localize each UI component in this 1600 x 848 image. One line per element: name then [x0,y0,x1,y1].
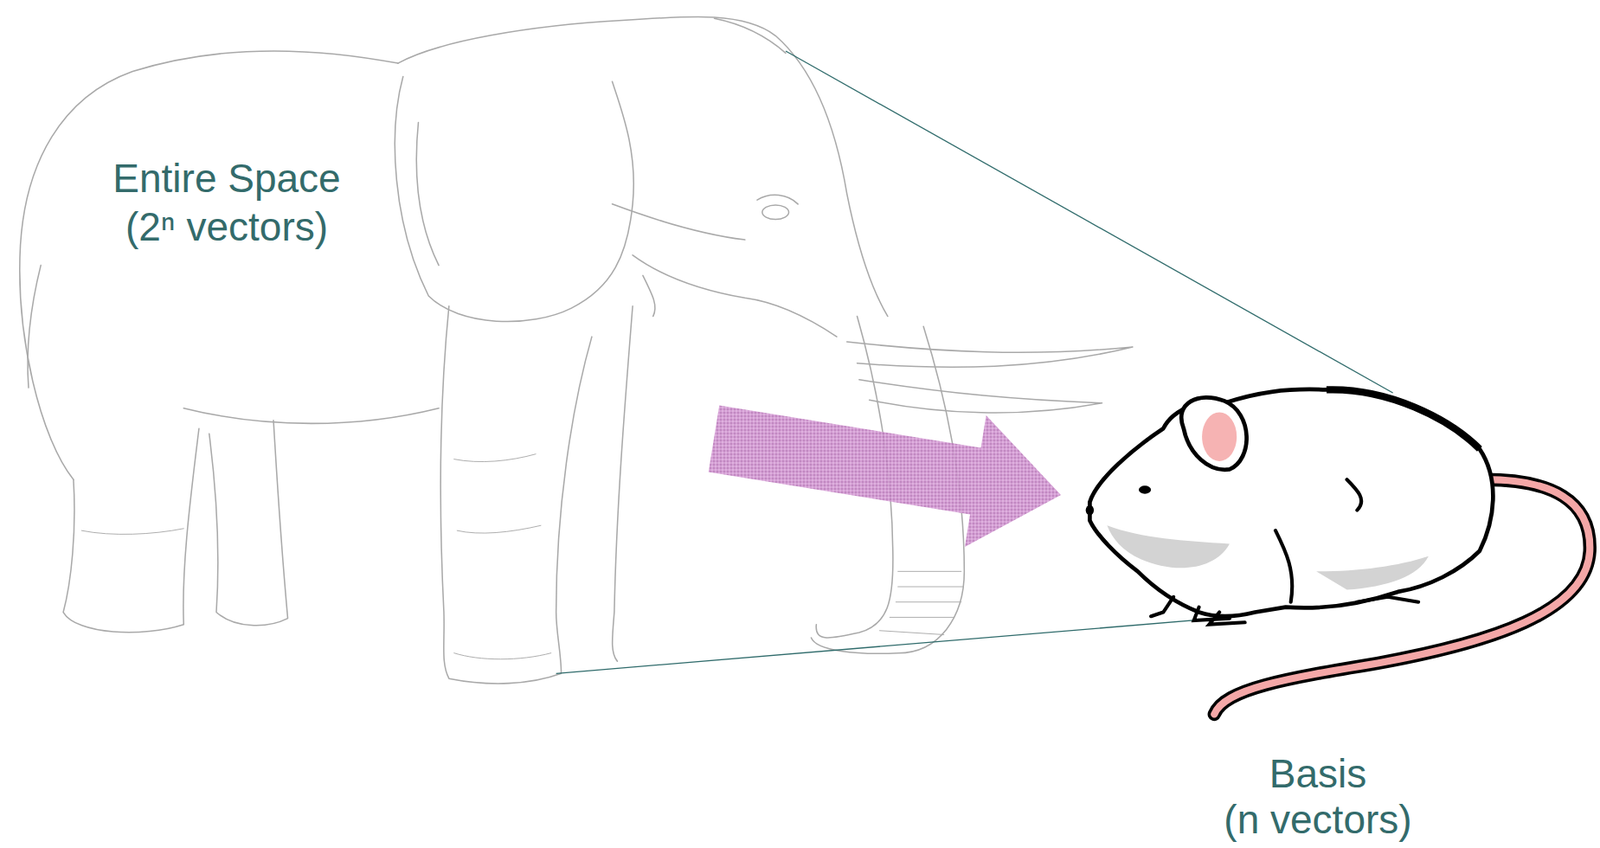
elephant-head [398,16,888,316]
elephant-ear-fold [416,122,439,266]
mouse-belly-shade [1106,525,1230,568]
elephant-ear-top [713,18,786,53]
node-label: Entire Space (2ⁿ vectors) [70,154,383,251]
mouse-drawing [1085,389,1591,714]
elephant-wrinkles [81,454,541,535]
basis-node: Basis (n vectors) [1060,380,1598,848]
elephant-back [19,51,399,480]
elephant-cheek [612,204,746,240]
illustration-group [19,16,1590,714]
mouse-details [1150,479,1419,624]
elephant-trunk-outer [810,326,964,654]
perspective-line [785,51,1394,393]
space-node: Entire Space (2ⁿ vectors) [15,10,714,684]
elephant-lip [642,275,656,316]
elephant-drawing [19,16,1133,683]
elephant-tusk [847,341,1133,367]
elephant-trunk-rings [879,571,964,635]
elephant-leg [612,306,633,662]
mouse-back [1326,389,1480,450]
mouse-eye [1138,485,1151,494]
elephant-jaw [632,255,837,337]
perspective-line [556,616,1230,674]
elephant-tusk [859,379,1103,413]
mouse-shade [1316,556,1429,591]
elephant-eye [762,205,790,220]
mouse-ear-inner [1201,411,1237,462]
elephant-leg [440,306,592,684]
elephant-brow [757,194,798,205]
block-arrow [708,405,1061,548]
elephant-toe-line [454,653,552,660]
node-label: Basis (n vectors) [1162,751,1474,843]
mouse-nose [1085,505,1094,516]
elephant-tail [27,265,41,389]
elephant-belly [183,408,439,425]
elephant-ear [394,76,634,322]
mouse-ear [1181,397,1247,470]
elephant-leg [63,428,200,633]
elephant-leg [209,420,289,626]
